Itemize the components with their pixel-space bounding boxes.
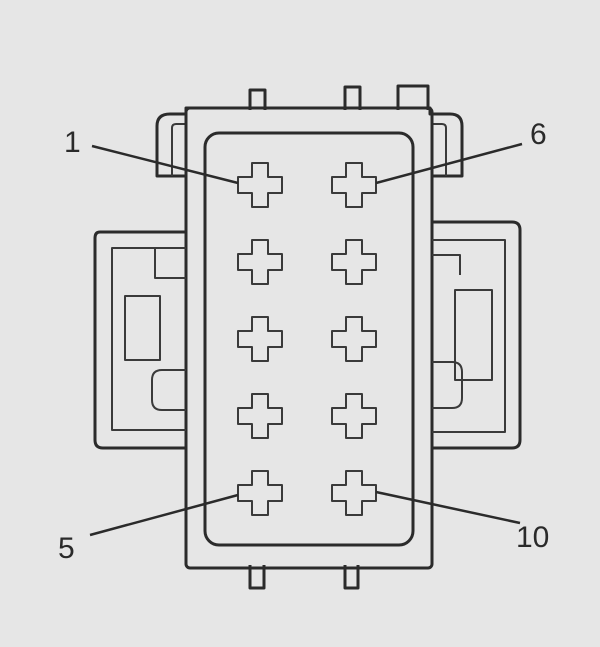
- leader-lines: [89, 142, 523, 537]
- right-latch-body: [432, 220, 522, 450]
- right-latch: [432, 220, 522, 450]
- cavity-1: [237, 162, 283, 208]
- leader-line-pin-6: [375, 142, 523, 185]
- top-tabs: [248, 84, 430, 110]
- housing-shoulder: [155, 106, 464, 178]
- leader-line-pin-10: [375, 490, 521, 525]
- right-latch-slot: [432, 254, 493, 381]
- left-latch-inner: [111, 247, 186, 431]
- cavity-7: [331, 239, 377, 285]
- cavity-9: [331, 393, 377, 439]
- cavity-4: [237, 393, 283, 439]
- pin-label-5: 5: [58, 532, 75, 565]
- pin-label-10: 10: [516, 521, 549, 554]
- top-tab-right: [396, 84, 430, 110]
- bottom-tab-right: [343, 565, 360, 590]
- cavity-8: [331, 316, 377, 362]
- leader-line-pin-1: [91, 144, 239, 185]
- left-latch: [93, 230, 186, 450]
- cavity-6: [331, 162, 377, 208]
- housing-body: [184, 106, 434, 570]
- cavity-3: [237, 316, 283, 362]
- bottom-tab-left: [248, 565, 266, 590]
- terminal-cavities: [237, 162, 377, 516]
- cavity-5: [237, 470, 283, 516]
- shoulder-inner-line: [171, 123, 447, 176]
- pin-label-6: 6: [530, 118, 547, 151]
- cavity-10: [331, 470, 377, 516]
- left-latch-body: [93, 230, 186, 450]
- pin-label-1: 1: [64, 126, 81, 159]
- left-latch-hook: [151, 369, 186, 411]
- top-tab-left: [248, 88, 267, 110]
- leader-line-pin-5: [89, 493, 239, 537]
- bottom-tabs: [248, 565, 360, 590]
- right-latch-hook: [432, 361, 463, 409]
- right-latch-inner: [432, 239, 506, 433]
- top-tab-middle: [343, 85, 362, 110]
- left-latch-slot: [124, 248, 186, 361]
- mating-face: [203, 131, 415, 547]
- cavity-2: [237, 239, 283, 285]
